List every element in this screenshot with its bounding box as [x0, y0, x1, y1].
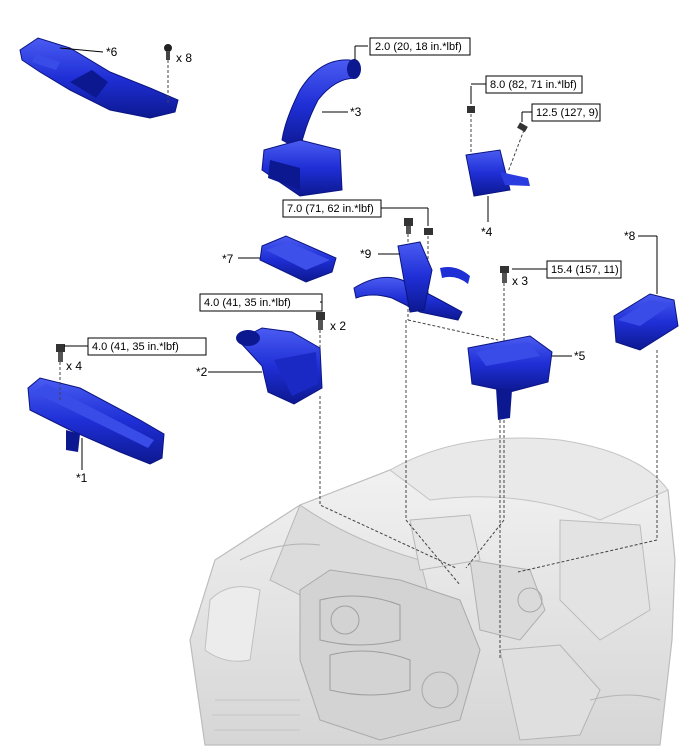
torque-tray: 15.4 (157, 11)	[551, 264, 619, 276]
callout-3: *3	[350, 105, 362, 119]
callout-1: *1	[76, 471, 88, 485]
bolt-icon	[56, 344, 65, 362]
callout-9: *9	[360, 247, 372, 261]
engine-compartment-illustration	[189, 437, 676, 746]
part-7-filter	[259, 235, 337, 283]
callout-6: *6	[106, 45, 118, 59]
bolt-icon	[316, 312, 325, 330]
part-9-bracket	[353, 241, 470, 321]
part-3-air-hose	[261, 59, 361, 197]
qty-seal: x 4	[66, 359, 82, 373]
torque-ecu-nut: 8.0 (82, 71 in.*lbf)	[490, 79, 577, 91]
callout-2: *2	[196, 365, 208, 379]
installation-guide-lines	[319, 320, 658, 660]
torque-air-hose: 2.0 (20, 18 in.*lbf)	[375, 41, 462, 53]
callout-5: *5	[574, 349, 586, 363]
part-6-cover	[19, 37, 179, 119]
part-5-tray	[467, 335, 553, 420]
torque-ecu-bolt: 12.5 (127, 9)	[536, 107, 598, 119]
clip-icon	[164, 44, 172, 60]
torque-box-air-hose	[369, 37, 471, 56]
nut-icon	[467, 106, 475, 113]
part-2-air-cleaner	[236, 327, 323, 405]
part-1-seal	[27, 377, 165, 465]
bolt-icon	[404, 218, 413, 234]
leader-line	[59, 47, 104, 53]
qty-tray: x 3	[512, 274, 528, 288]
callout-4: *4	[481, 225, 493, 239]
callout-7: *7	[222, 252, 234, 266]
bolt-icon	[517, 122, 528, 133]
nut-icon	[424, 228, 433, 235]
qty-air-cleaner: x 2	[330, 319, 346, 333]
torque-seal: 4.0 (41, 35 in.*lbf)	[92, 341, 179, 353]
torque-air-cleaner: 4.0 (41, 35 in.*lbf)	[204, 297, 291, 309]
torque-bracket: 7.0 (71, 62 in.*lbf)	[287, 203, 374, 215]
qty-clip: x 8	[176, 51, 192, 65]
bolt-icon	[500, 266, 509, 283]
callout-8: *8	[624, 229, 636, 243]
part-4-ecu	[465, 149, 530, 197]
part-8-cover	[613, 293, 679, 351]
